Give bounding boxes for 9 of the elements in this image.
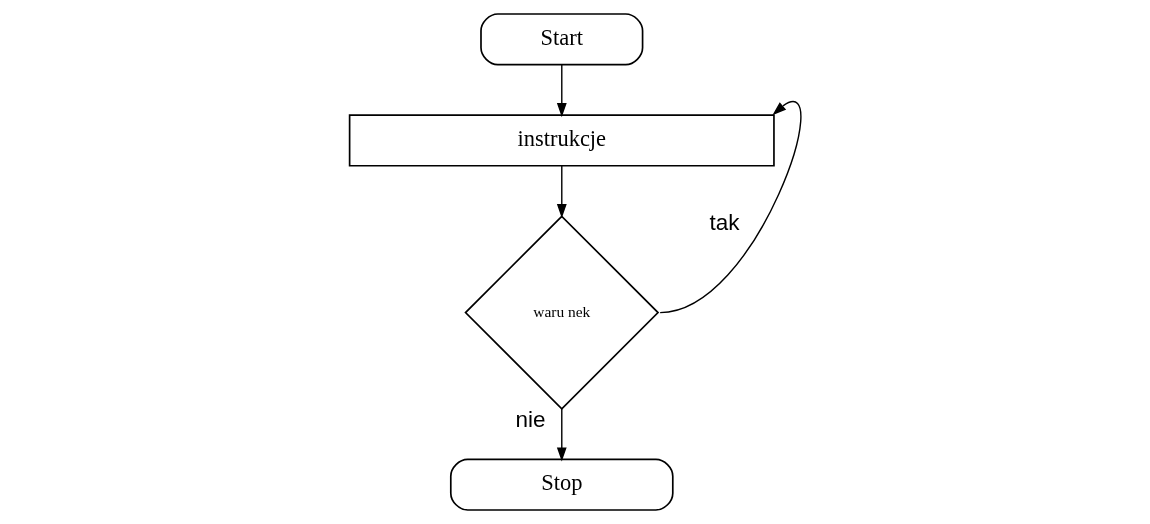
node-box: Start bbox=[479, 13, 643, 66]
arrow bbox=[556, 408, 567, 462]
arrow bbox=[556, 165, 567, 219]
edge-label: tak bbox=[709, 210, 740, 236]
node-box: Stop bbox=[449, 458, 674, 511]
arrow bbox=[658, 100, 801, 314]
arrow bbox=[556, 64, 567, 118]
node-diamond: waru nek bbox=[463, 215, 659, 411]
node-box: instrukcje bbox=[348, 114, 775, 167]
